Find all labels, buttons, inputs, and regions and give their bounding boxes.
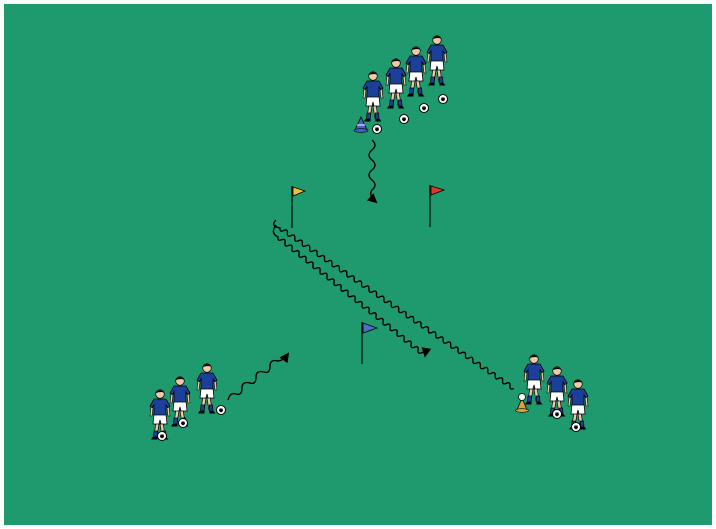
ball [420,104,429,113]
ball [572,423,581,432]
ball [179,419,188,428]
ball [553,410,562,419]
ball [373,125,382,134]
ball [400,115,409,124]
ball [439,95,448,104]
pitch-field [4,4,712,525]
ball [217,406,226,415]
ball [158,432,167,441]
